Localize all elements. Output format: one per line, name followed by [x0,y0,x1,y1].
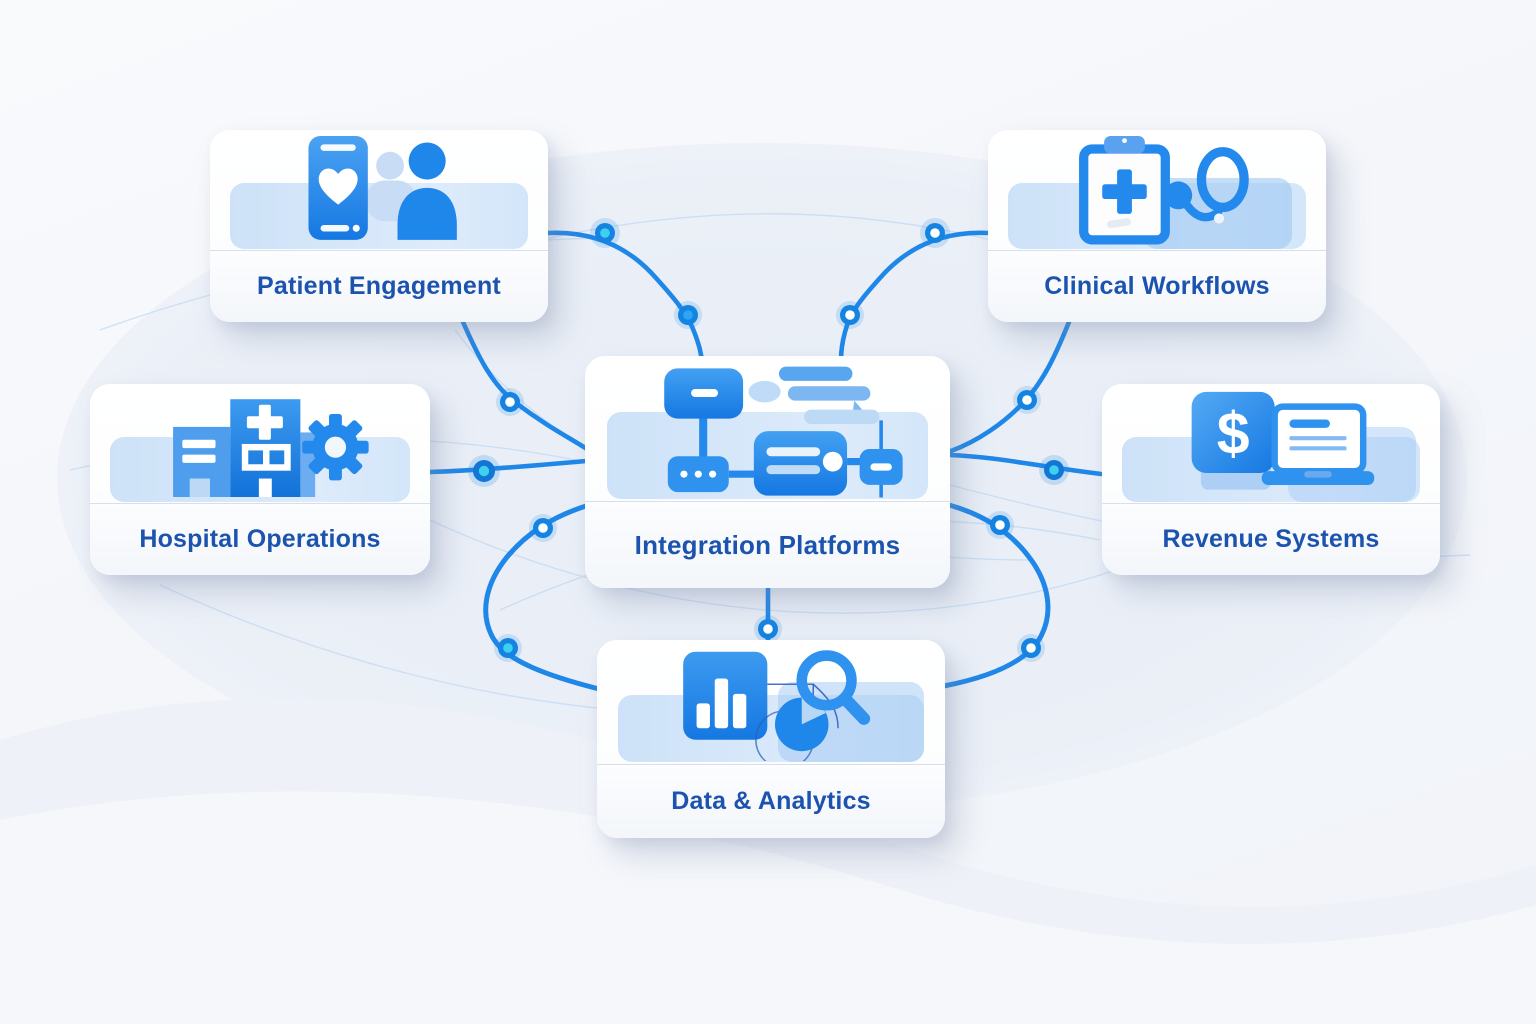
connector-node-dot [590,218,620,248]
node-card-patient-engagement[interactable]: Patient Engagement [210,130,548,322]
connector-node-dot [836,301,864,329]
connector-node-dot [529,514,557,542]
bar-chart-pie-magnifier-icon [683,650,870,761]
card-icon-zone [210,130,548,251]
phone-heart-person-icon [308,136,457,240]
connector-node-dot [674,301,702,329]
node-card-integration-platforms[interactable]: Integration Platforms [585,356,950,588]
node-card-revenue-systems[interactable]: $ Revenue Systems [1102,384,1440,575]
card-icon-zone [597,640,945,765]
node-label: Revenue Systems [1162,525,1380,554]
workflow-pipeline-icon [664,366,903,498]
card-icon-zone [585,356,950,502]
card-icon-zone: $ [1102,384,1440,504]
card-label-zone: Revenue Systems [1102,503,1440,575]
card-icon-zone [988,130,1326,251]
node-card-data-analytics[interactable]: Data & Analytics [597,640,945,838]
card-label-zone: Hospital Operations [90,503,430,575]
connector-node-dot [986,511,1014,539]
node-label: Hospital Operations [139,525,381,554]
card-label-zone: Data & Analytics [597,763,945,838]
connector-node-dot [494,634,522,662]
dollar-glyph: $ [1217,401,1250,467]
node-label: Data & Analytics [671,786,871,815]
connector-node-dot [1017,634,1045,662]
connector-node-dot [1039,455,1069,485]
connector-node-dot [468,455,500,487]
card-label-zone: Integration Platforms [585,501,950,588]
connector-node-dot [920,218,950,248]
card-label-zone: Clinical Workflows [988,249,1326,322]
node-label: Integration Platforms [634,529,901,560]
connector-node-dot [1013,386,1041,414]
dollar-laptop-icon: $ [1191,391,1375,490]
edge-hospital-to-integration [427,458,589,475]
card-icon-zone [90,384,430,504]
connector-node-dot [754,615,782,643]
connector-node-dot [496,388,524,416]
node-card-clinical-workflows[interactable]: Clinical Workflows [988,130,1326,322]
connector-node-dots [468,218,1069,662]
hospital-building-gear-icon [173,399,369,498]
card-label-zone: Patient Engagement [210,249,548,322]
clipboard-stethoscope-icon [1079,136,1249,245]
node-label: Patient Engagement [257,271,501,300]
node-card-hospital-operations[interactable]: Hospital Operations [90,384,430,575]
edge-integration-to-revenue [946,452,1104,477]
node-label: Clinical Workflows [1044,271,1270,300]
